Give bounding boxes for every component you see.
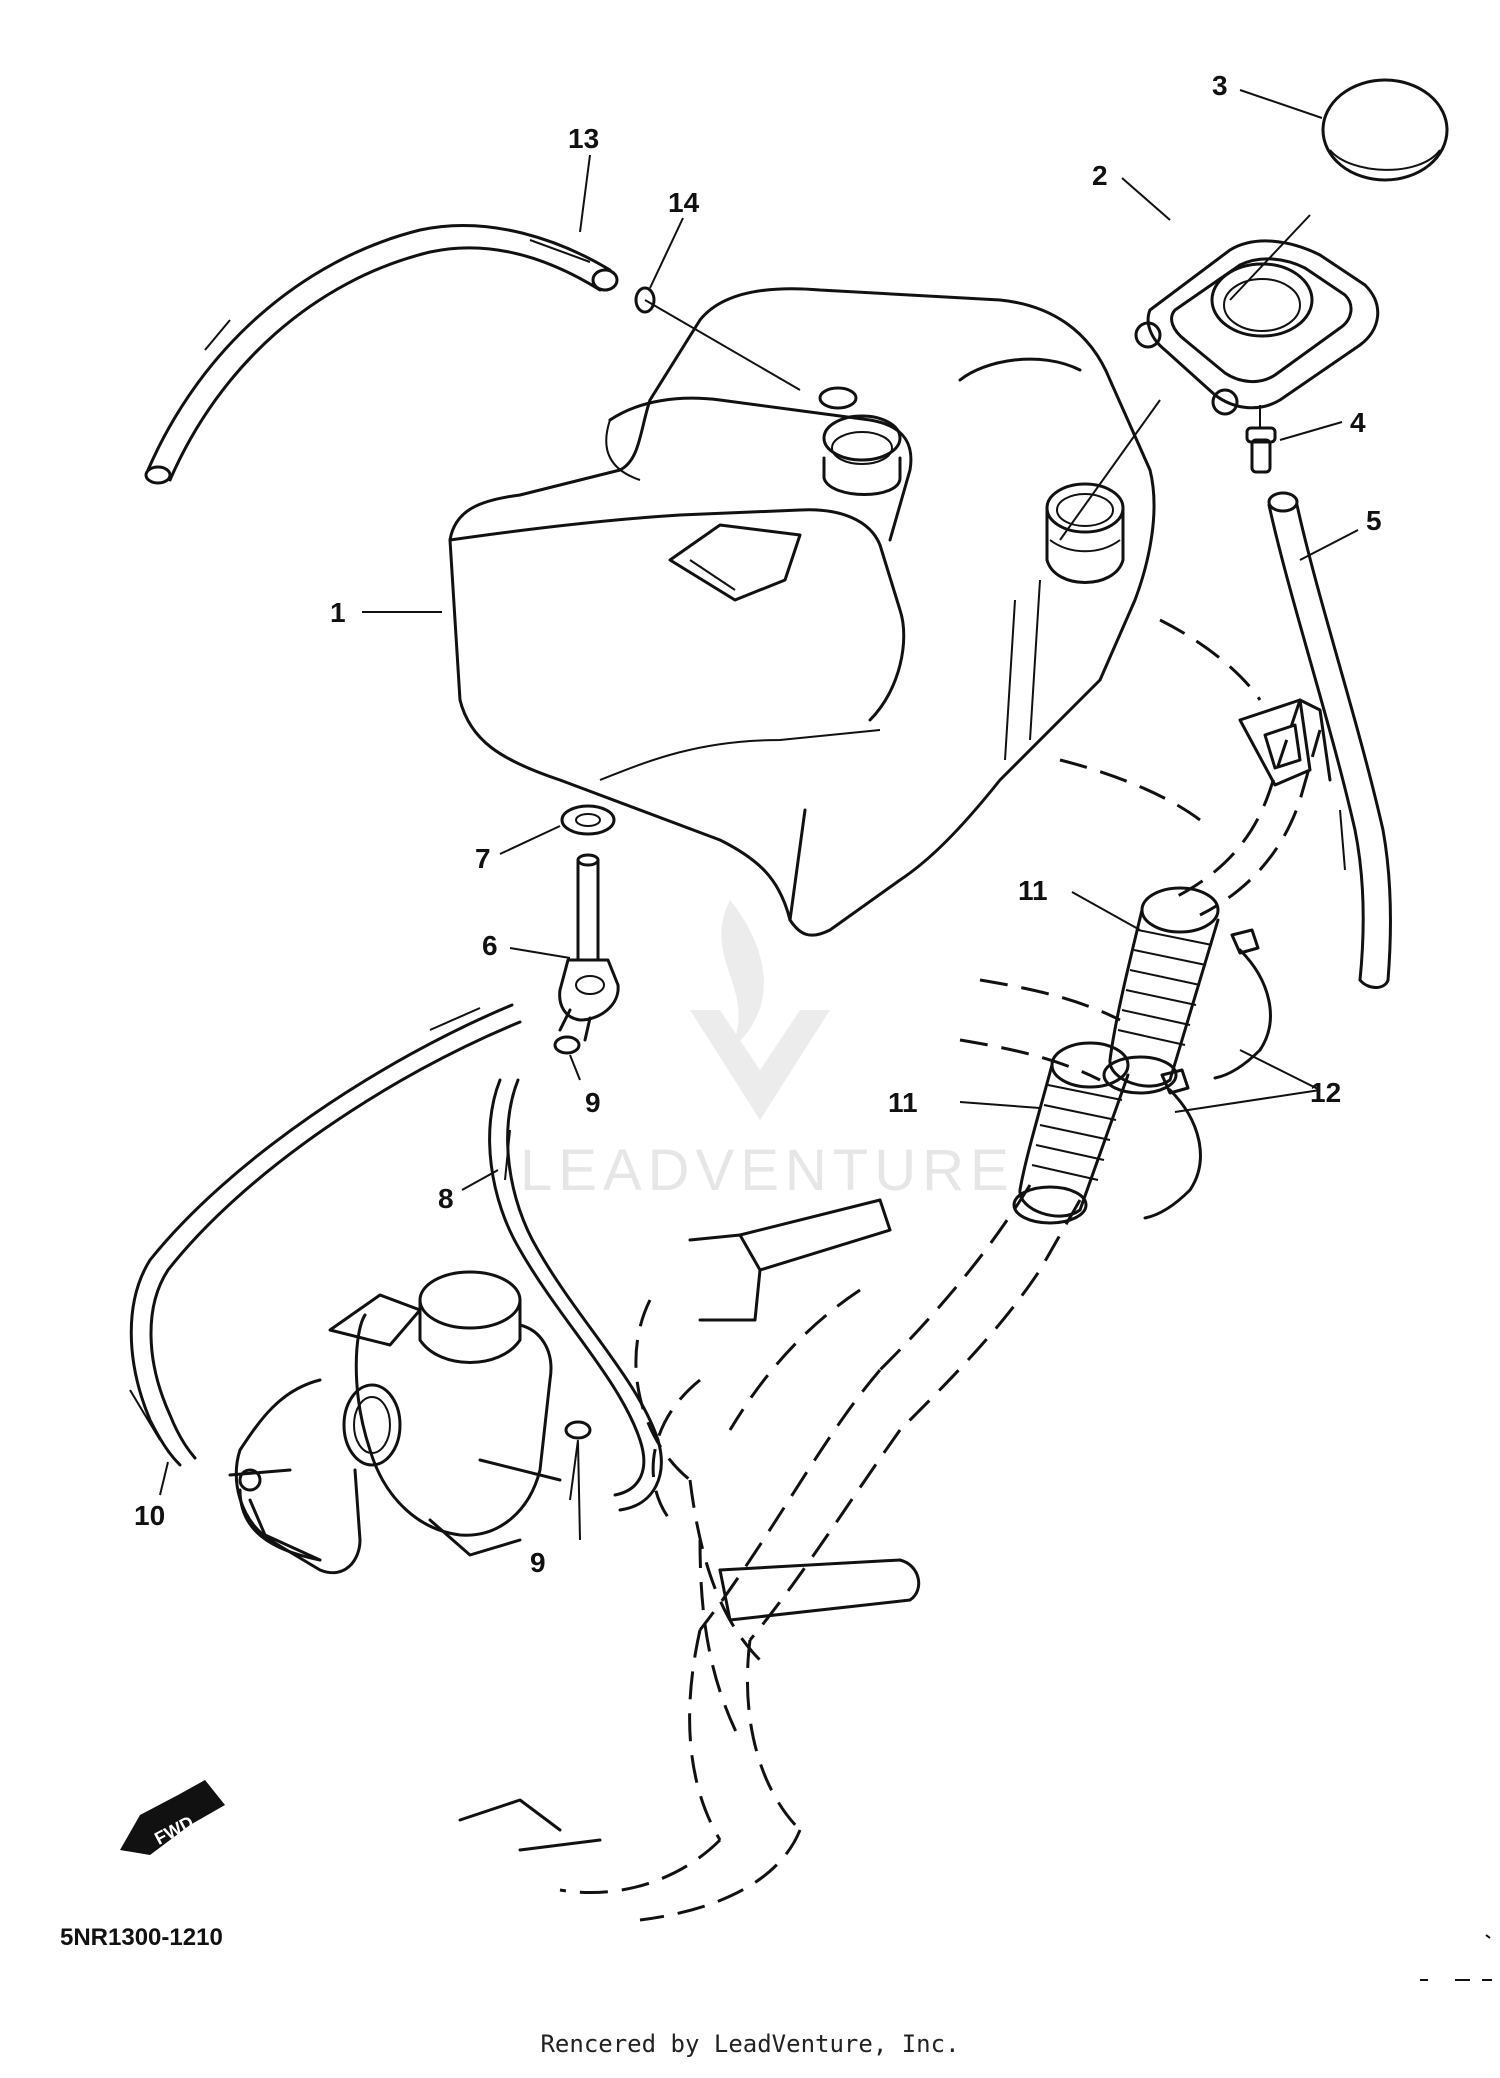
hose-fitting (1245, 405, 1277, 474)
fwd-arrow: FWD (120, 1780, 225, 1855)
callout-8: 8 (438, 1183, 454, 1214)
fuel-cap (1321, 78, 1449, 182)
callout-11-upper: 11 (1018, 875, 1048, 906)
callout-7: 7 (475, 843, 491, 874)
carburetor (228, 1270, 562, 1575)
credit-line: Rencered by LeadVenture, Inc. (540, 2030, 960, 2058)
leader-lines (159, 89, 1359, 1541)
nut (560, 804, 616, 836)
callout-1: 1 (330, 597, 346, 628)
callout-10: 10 (134, 1500, 165, 1531)
callout-9-upper: 9 (585, 1087, 601, 1118)
frame (458, 618, 1332, 1922)
hose-clip (634, 286, 801, 391)
callout-13: 13 (568, 123, 599, 154)
drain-hose (1267, 491, 1393, 989)
callout-14: 14 (668, 187, 700, 218)
air-boot-lower (1012, 1041, 1130, 1225)
callout-2: 2 (1092, 160, 1108, 191)
vent-hose (144, 224, 619, 485)
vacuum-hose (129, 1003, 522, 1467)
clamp-upper (1213, 928, 1272, 1080)
air-boot-upper (1102, 886, 1220, 1095)
filler-housing (1134, 214, 1380, 416)
callout-9-lower: 9 (530, 1547, 546, 1578)
watermark: LEADVENTURE (520, 900, 1015, 1203)
diagram-code: 5NR1300-1210 (60, 1924, 223, 1951)
fuel-cock (558, 853, 620, 1042)
callout-4: 4 (1350, 407, 1366, 438)
fuel-tank (448, 287, 1161, 937)
corner-marks (1420, 1934, 1492, 1981)
clip-upper (553, 1035, 581, 1055)
clamp-lower (1143, 1068, 1202, 1220)
callout-12: 12 (1310, 1077, 1341, 1108)
callout-3: 3 (1212, 70, 1228, 101)
callout-11-lower: 11 (888, 1087, 918, 1118)
fuel-hose (488, 1078, 663, 1512)
watermark-text: LEADVENTURE (520, 1138, 1015, 1203)
clip-lower (564, 1420, 592, 1501)
callout-6: 6 (482, 930, 498, 961)
callout-labels: 1 2 3 4 5 6 7 8 9 9 10 11 11 12 13 14 (134, 70, 1382, 1578)
callout-5: 5 (1366, 505, 1382, 536)
